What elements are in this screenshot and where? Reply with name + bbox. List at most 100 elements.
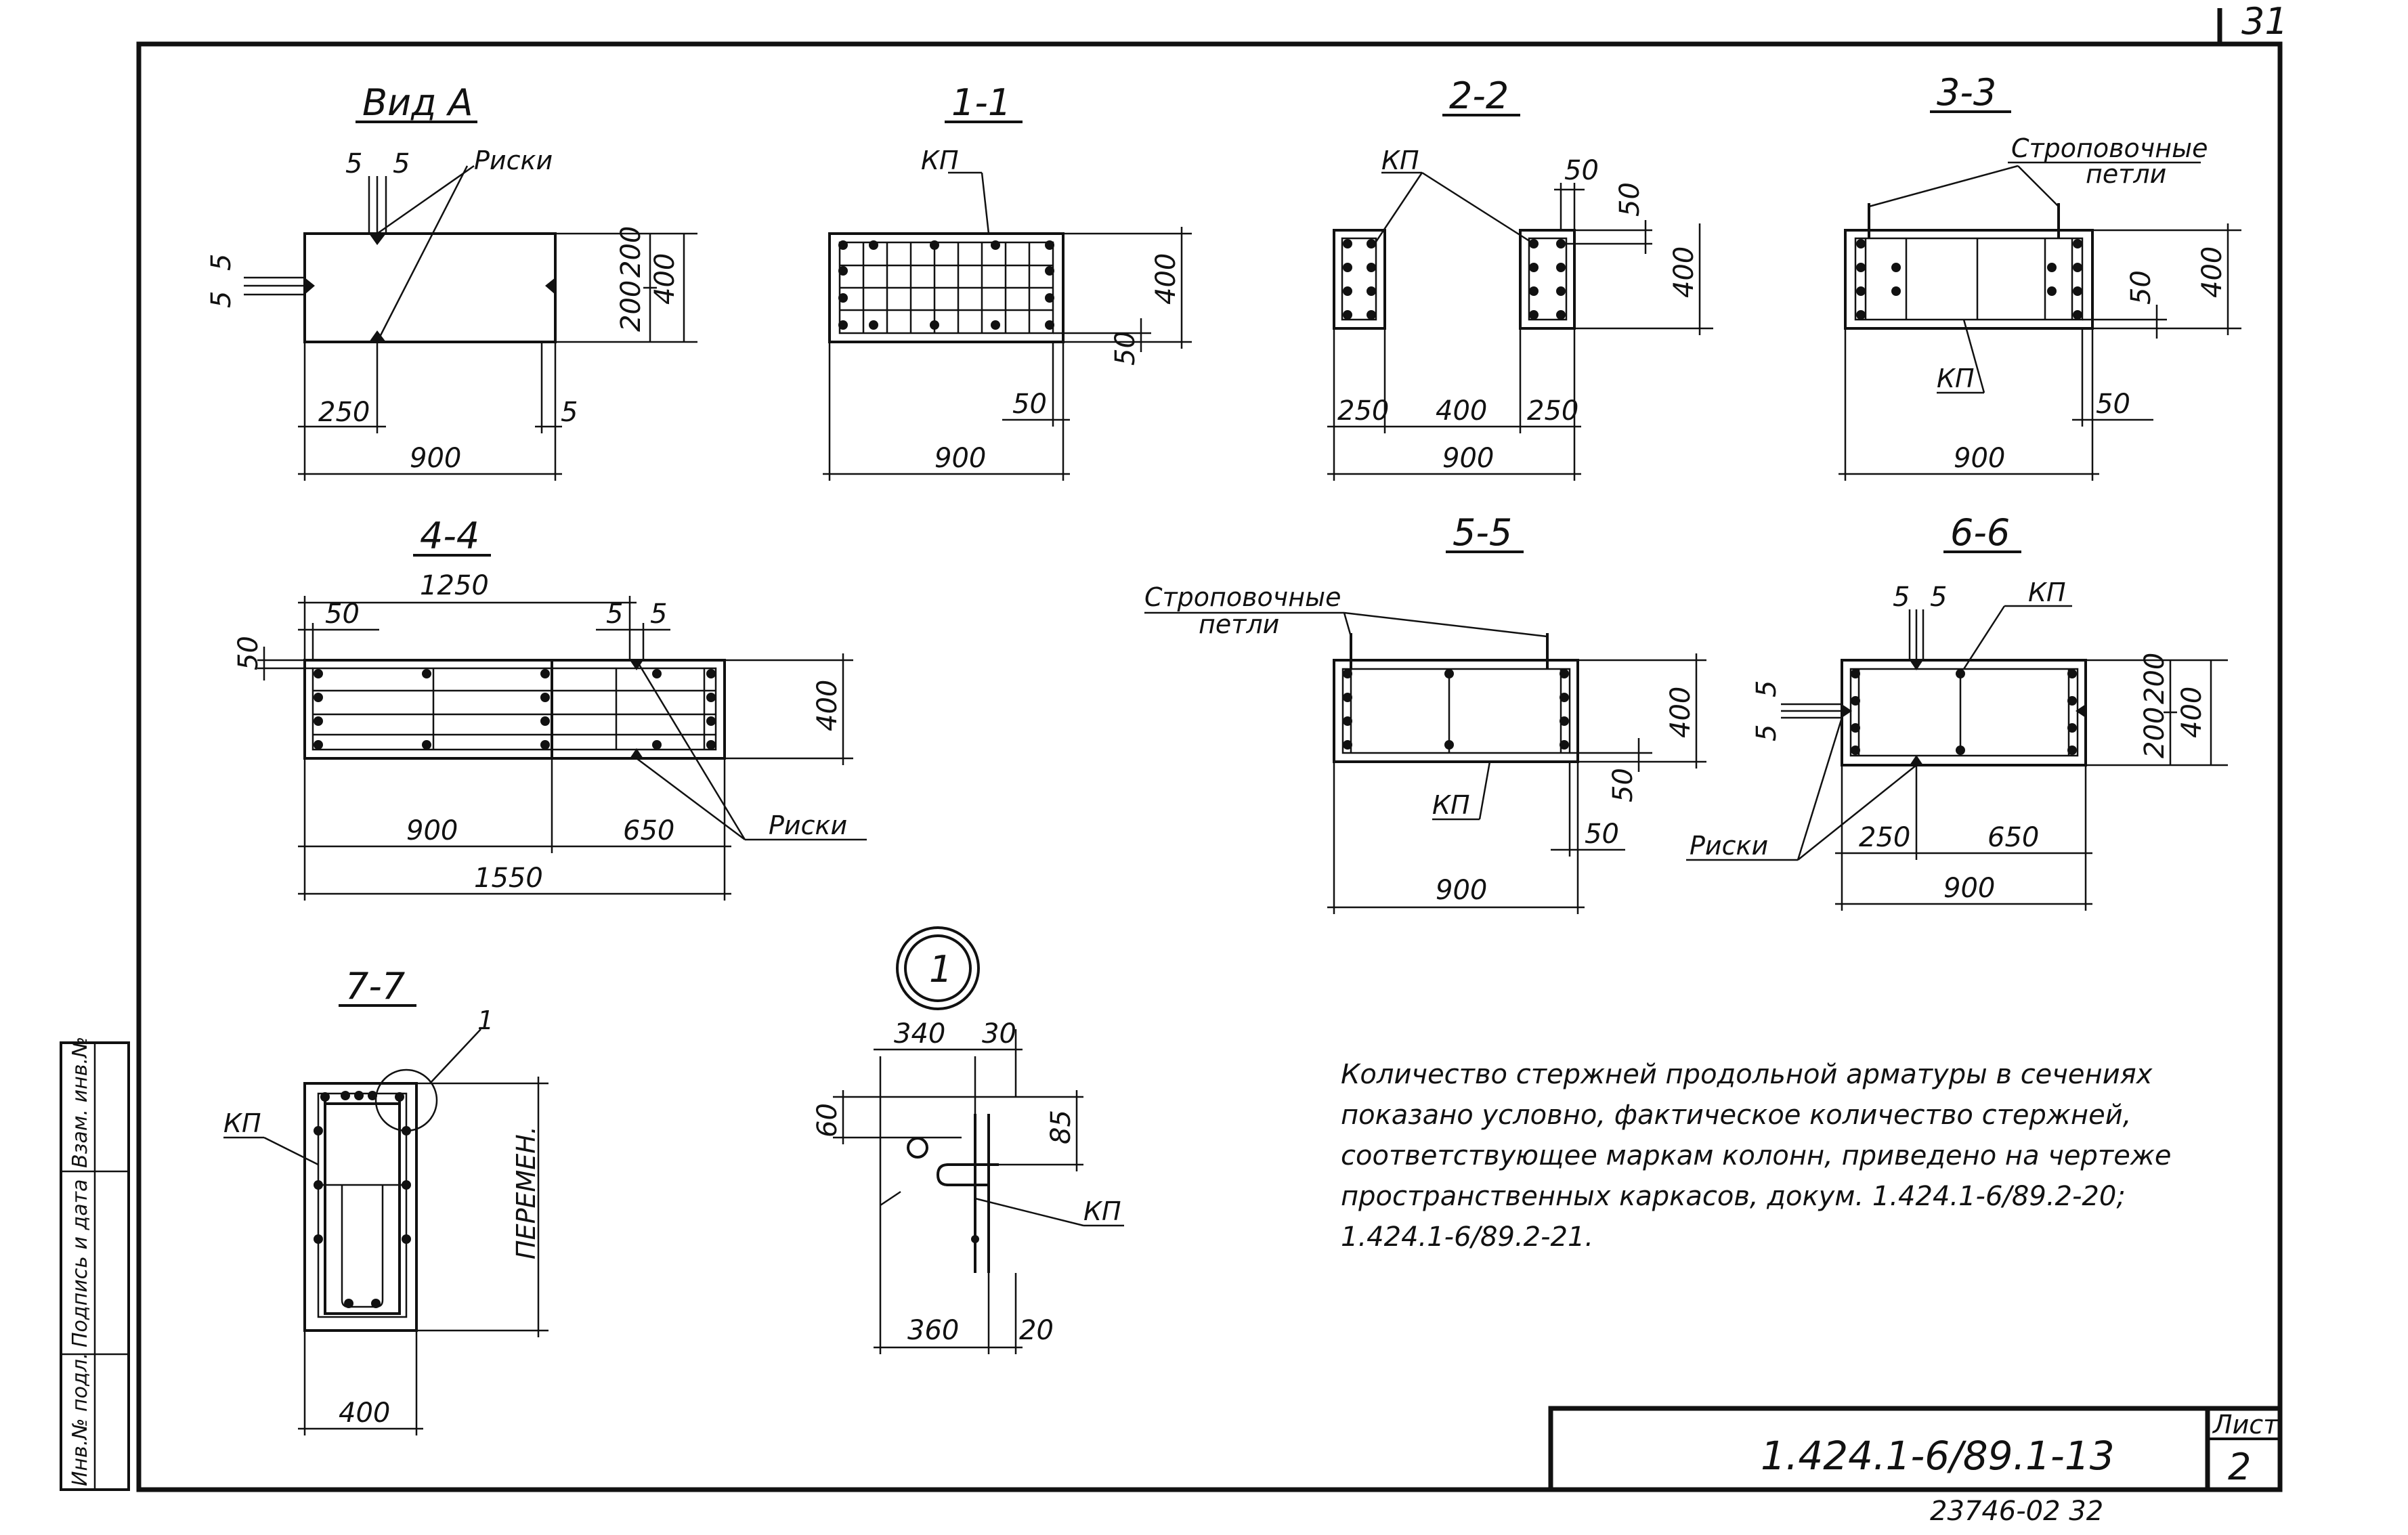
section-5-5-title: 5-5: [1453, 511, 1512, 554]
view-a-dim-400: 400: [649, 253, 681, 305]
detail-1-dim-20: 20: [1019, 1315, 1054, 1346]
side-stamp: Инв.№ подл. Подпись и дата Взам. инв.№: [60, 1037, 130, 1491]
section-7-7: 7-7 1 КП ПЕРЕМЕН. 400: [223, 965, 549, 1435]
detail-1-dim-340: 340: [894, 1018, 945, 1050]
document-code: 1.424.1-6/89.1-13: [1761, 1433, 2115, 1479]
section-2-2-kp: КП: [1381, 146, 1419, 175]
note-line-1: Количество стержней продольной арматуры …: [1341, 1059, 2153, 1090]
stamp-signature-date: Подпись и дата: [68, 1180, 92, 1348]
section-2-2-dim-900: 900: [1442, 443, 1494, 474]
section-5-5-dim-50b: 50: [1585, 819, 1619, 850]
detail-1-dim-360: 360: [907, 1315, 959, 1346]
section-1-1-dim-400: 400: [1151, 253, 1182, 305]
detail-1-kp: КП: [1083, 1196, 1121, 1226]
section-1-1-dim-50b: 50: [1012, 389, 1047, 420]
view-a: Вид А Риски 5 5 5 5 200 200 400 250 5 90…: [206, 81, 697, 481]
section-4-4-dim-5b: 5: [650, 599, 667, 630]
general-note: Количество стержней продольной арматуры …: [1341, 1059, 2171, 1253]
section-2-2-dim-400v: 400: [1669, 246, 1700, 298]
section-4-4-dim-5a: 5: [606, 599, 623, 630]
section-3-3-dim-50a: 50: [2126, 270, 2157, 305]
section-2-2-dim-50b: 50: [1614, 182, 1646, 217]
detail-1-number: 1: [929, 948, 952, 991]
note-line-3: соответствующее маркам колонн, приведено…: [1341, 1140, 2171, 1171]
section-2-2: 2-2 КП 50 50 400 250 400 250 900: [1327, 74, 1713, 481]
section-4-4-dim-50a: 50: [325, 599, 360, 630]
section-5-5-loops-line2: петли: [1199, 609, 1279, 639]
sheet-number: 2: [2228, 1446, 2251, 1488]
section-1-1: 1-1 КП 400 50 50 900: [823, 81, 1192, 481]
section-3-3-dim-900: 900: [1954, 443, 2005, 474]
section-6-6-dim-5c: 5: [1751, 680, 1782, 697]
section-4-4-dim-50b: 50: [233, 636, 264, 670]
section-6-6-dim-5a: 5: [1893, 582, 1910, 613]
note-line-2: показано условно, фактическое количество…: [1341, 1100, 2131, 1131]
section-3-3-loops-line1: Строповочные: [2011, 133, 2208, 163]
sheet-frame: 31: [136, 0, 2288, 1492]
section-7-7-var: ПЕРЕМЕН.: [511, 1126, 541, 1259]
view-a-dim-5a: 5: [345, 148, 362, 179]
section-3-3-title: 3-3: [1937, 71, 1996, 114]
section-2-2-dim-50a: 50: [1564, 155, 1599, 186]
view-a-dim-5c: 5: [206, 254, 237, 271]
note-line-5: 1.424.1-6/89.2-21.: [1341, 1221, 1593, 1253]
section-1-1-title: 1-1: [951, 81, 1011, 124]
section-4-4-rizki: Риски: [769, 810, 847, 840]
section-5-5-dim-400: 400: [1665, 687, 1696, 738]
section-7-7-callout: 1: [477, 1006, 494, 1035]
section-3-3: 3-3 Строповочные петли 400 50 КП 50 900: [1839, 71, 2241, 481]
section-3-3-kp: КП: [1937, 364, 1975, 393]
section-4-4-dim-650: 650: [623, 815, 674, 846]
section-6-6-kp: КП: [2028, 578, 2066, 607]
section-4-4-dim-1550: 1550: [474, 863, 543, 894]
section-7-7-title: 7-7: [345, 965, 405, 1008]
view-a-dim-250: 250: [318, 397, 370, 428]
view-a-dim-5e: 5: [561, 397, 578, 428]
view-a-dim-900: 900: [410, 443, 461, 474]
title-block: 1.424.1-6/89.1-13 Лист 2 23746-02 32: [1548, 1406, 2283, 1527]
section-1-1-kp: КП: [921, 146, 959, 175]
detail-1: 1 КП 340 30 60 85 360 20: [812, 926, 1124, 1354]
section-6-6-dim-200a: 200: [2139, 653, 2170, 704]
section-5-5: 5-5 Строповочные петли 400 КП 50 50 900: [1144, 511, 1706, 914]
section-4-4: 4-4 1250 50 5 5 50 400 Риски: [233, 515, 867, 901]
section-4-4-dim-400: 400: [812, 680, 843, 731]
view-a-rizki: Риски: [474, 146, 553, 175]
section-5-5-loops-line1: Строповочные: [1144, 582, 1341, 612]
section-6-6-dim-5b: 5: [1930, 582, 1947, 613]
section-1-1-dim-50a: 50: [1110, 331, 1141, 366]
section-4-4-dim-1250: 1250: [420, 570, 489, 601]
section-3-3-dim-50b: 50: [2096, 389, 2130, 420]
section-7-7-kp: КП: [223, 1108, 261, 1138]
section-5-5-kp: КП: [1432, 790, 1470, 820]
sheet-label: Лист: [2212, 1410, 2279, 1440]
section-6-6-dim-650: 650: [1987, 822, 2039, 853]
section-6-6-dim-900: 900: [1943, 873, 1995, 904]
section-6-6-rizki: Риски: [1690, 831, 1768, 861]
view-a-title: Вид А: [362, 81, 473, 124]
section-6-6-dim-200b: 200: [2139, 707, 2170, 758]
section-3-3-loops-line2: петли: [2086, 159, 2166, 189]
section-2-2-dim-400: 400: [1436, 395, 1487, 427]
view-a-dim-200a: 200: [616, 226, 647, 278]
section-6-6-dim-250: 250: [1859, 822, 1910, 853]
section-7-7-dim-400: 400: [339, 1398, 390, 1429]
section-5-5-dim-900: 900: [1436, 875, 1487, 906]
view-a-dim-200b: 200: [616, 280, 647, 332]
detail-1-dim-60: 60: [812, 1103, 843, 1138]
stamp-inv-podl: Инв.№ подл.: [68, 1353, 92, 1486]
section-2-2-dim-250a: 250: [1337, 395, 1389, 427]
section-4-4-title: 4-4: [420, 515, 479, 557]
section-6-6-title: 6-6: [1950, 511, 2010, 554]
section-4-4-dim-900: 900: [406, 815, 458, 846]
section-5-5-dim-50a: 50: [1608, 768, 1639, 802]
section-6-6: 6-6 5 5 КП 5 5 200 200 400 Риски 2: [1686, 511, 2228, 911]
section-2-2-title: 2-2: [1449, 74, 1509, 117]
bottom-number: 23746-02 32: [1930, 1496, 2103, 1527]
section-1-1-dim-900: 900: [934, 443, 986, 474]
note-line-4: пространственных каркасов, докум. 1.424.…: [1341, 1181, 2126, 1212]
page-number-top: 31: [2241, 0, 2288, 43]
detail-1-dim-85: 85: [1046, 1110, 1077, 1144]
stamp-vzam-inv: Взам. инв.№: [68, 1037, 92, 1168]
